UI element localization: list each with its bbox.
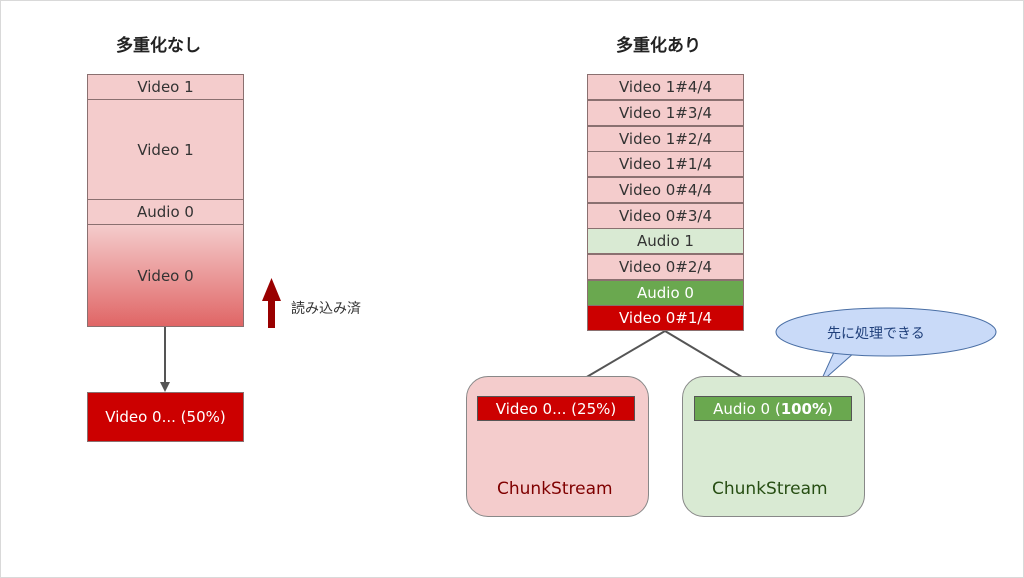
right-block-video0-4of4: Video 0#4/4 [587, 177, 744, 203]
right-block-video1-2of4: Video 1#2/4 [587, 126, 744, 152]
right-block-video1-3of4: Video 1#3/4 [587, 100, 744, 126]
left-block-video0-read: Video 0 [87, 224, 244, 327]
read-up-arrow-icon [262, 278, 281, 328]
right-block-audio1: Audio 1 [587, 228, 744, 254]
left-block-video1-large: Video 1 [87, 99, 244, 200]
audio-stream-chip: Audio 0 (100%) [694, 396, 852, 421]
video-stream-chip: Video 0... (25%) [477, 396, 635, 421]
left-title: 多重化なし [116, 36, 201, 56]
right-block-video0-1of4: Video 0#1/4 [587, 305, 744, 331]
read-label: 読み込み済 [291, 301, 361, 317]
audio-chip-suffix: ) [827, 399, 833, 418]
bubble-text: 先に処理できる [827, 326, 925, 342]
right-block-video0-2of4: Video 0#2/4 [587, 254, 744, 280]
audio-stream-label: ChunkStream [712, 479, 828, 499]
left-block-video1-top: Video 1 [87, 74, 244, 100]
right-title: 多重化あり [616, 36, 701, 56]
right-block-video0-3of4: Video 0#3/4 [587, 203, 744, 229]
audio-chip-prefix: Audio 0 ( [713, 399, 781, 418]
left-block-audio0: Audio 0 [87, 199, 244, 225]
video-stream-label: ChunkStream [497, 479, 613, 499]
right-block-video1-1of4: Video 1#1/4 [587, 151, 744, 177]
speech-bubble [775, 307, 997, 384]
right-block-audio0: Audio 0 [587, 280, 744, 306]
left-output-chip: Video 0... (50%) [87, 392, 244, 442]
right-block-video1-4of4: Video 1#4/4 [587, 74, 744, 100]
audio-chip-percent: 100% [780, 399, 828, 418]
